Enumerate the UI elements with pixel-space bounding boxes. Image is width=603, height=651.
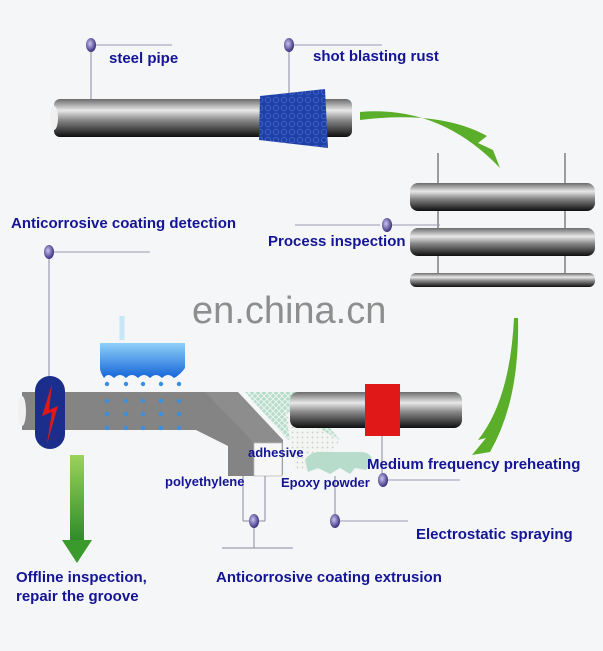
label-offline-line2: repair the groove xyxy=(16,588,139,605)
label-process-inspection: Process inspection xyxy=(268,233,406,250)
detector-icon xyxy=(35,376,65,449)
extrusion-pin xyxy=(222,476,293,549)
coating-detection-pin xyxy=(44,245,150,378)
shot-blasting-pin xyxy=(284,38,382,93)
electrostatic-pin xyxy=(330,476,408,528)
label-polyethylene: polyethylene xyxy=(165,474,245,489)
coated-pipe xyxy=(18,392,462,477)
label-extrusion: Anticorrosive coating extrusion xyxy=(216,569,442,586)
pipe-stack xyxy=(410,153,595,287)
label-medium-frequency: Medium frequency preheating xyxy=(367,456,581,473)
arrow-to-preheating-icon xyxy=(472,318,519,455)
arrow-to-inspection-icon xyxy=(360,111,500,168)
label-electrostatic: Electrostatic spraying xyxy=(416,526,573,543)
label-coating-detection: Anticorrosive coating detection xyxy=(11,215,237,232)
shot-blaster-icon xyxy=(259,89,328,148)
sprayer-icon xyxy=(100,316,185,431)
heater-icon xyxy=(365,384,400,436)
steel-pipe-pin xyxy=(86,38,172,99)
label-shot-blasting: shot blasting rust xyxy=(313,48,439,65)
offline-arrow-icon xyxy=(62,455,92,563)
label-adhesive: adhesive xyxy=(248,445,304,460)
process-inspection-pin xyxy=(295,218,440,232)
label-epoxy-powder: Epoxy powder xyxy=(281,475,370,490)
label-steel-pipe: steel pipe xyxy=(109,50,179,67)
preheating-pin xyxy=(378,436,460,487)
watermark: en.china.cn xyxy=(192,290,387,332)
label-offline-line1: Offline inspection, xyxy=(16,569,147,586)
